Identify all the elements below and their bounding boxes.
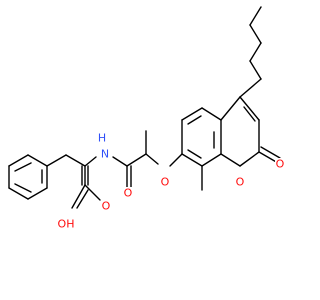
bond [249, 6, 262, 26]
bond [239, 151, 260, 167]
bond [187, 149, 202, 159]
bond-layer [8, 6, 281, 209]
bond [220, 153, 241, 167]
atom-oh-acid: OH [58, 218, 75, 231]
bond [65, 154, 86, 167]
bond [201, 107, 222, 121]
bond [126, 153, 147, 167]
bond [249, 42, 262, 62]
atom-label-o: O [161, 176, 170, 189]
bond [112, 156, 128, 167]
atom-label-o: O [236, 176, 245, 189]
atom-o-ring: O [235, 176, 246, 189]
bond [239, 78, 262, 98]
bond [187, 115, 202, 125]
bond [169, 153, 183, 167]
bond [8, 187, 29, 200]
bond [258, 151, 279, 164]
atom-n-amide: N [100, 148, 111, 161]
bond [84, 156, 97, 167]
bond [46, 154, 67, 167]
atom-label-o: O [124, 187, 133, 200]
atom-h-amide: H [97, 132, 107, 145]
bond [201, 153, 222, 167]
bond [145, 153, 159, 165]
atom-label-o: O [102, 200, 111, 213]
bond [84, 184, 101, 201]
bond [181, 107, 203, 121]
bond [76, 189, 89, 209]
bond [181, 153, 203, 167]
bond [239, 96, 260, 121]
atom-o-acid-double: O [101, 200, 112, 213]
atom-o-amide: O [123, 187, 134, 200]
bond [249, 60, 262, 80]
bond [27, 154, 48, 167]
atom-label-o: O [276, 158, 285, 171]
bond [220, 96, 241, 121]
bond [243, 106, 256, 122]
bond [14, 183, 32, 193]
bond [71, 184, 86, 209]
bond [8, 154, 29, 167]
molecule-structure-diagram: H N O O O O O OH [8, 6, 286, 231]
atom-label-n: N [101, 148, 109, 161]
atom-label-h: H [98, 132, 106, 145]
bond [14, 162, 32, 172]
atom-label-layer: H N O O O O O OH [58, 132, 286, 231]
atom-o-lactone: O [275, 158, 286, 171]
atom-o-ether: O [159, 176, 170, 189]
bond [249, 24, 262, 44]
atom-label-oh: OH [58, 218, 75, 231]
bond [260, 146, 281, 159]
bond [27, 187, 48, 200]
